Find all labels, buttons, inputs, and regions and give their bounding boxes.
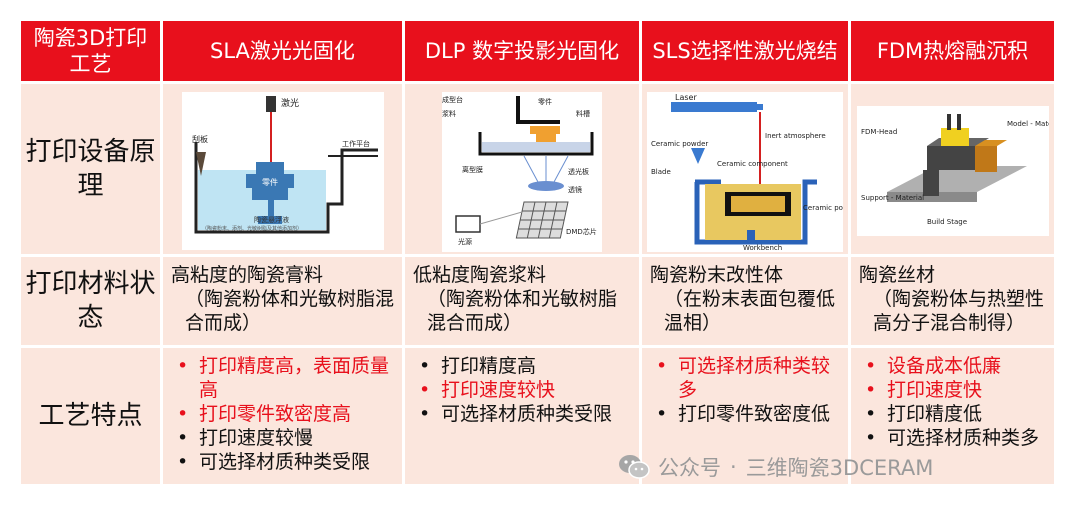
features-cell-sls: 可选择材质种类较多打印零件致密度低 <box>642 348 848 484</box>
dlp-lens-label: 透镜 <box>568 185 582 194</box>
features-list: 打印精度高，表面质量高打印零件致密度高打印速度较慢可选择材质种类受限 <box>171 354 398 474</box>
features-list: 可选择材质种类较多打印零件致密度低 <box>650 354 844 426</box>
features-cell-dlp: 打印精度高打印速度较快可选择材质种类受限 <box>405 348 639 484</box>
feature-item: 打印速度较慢 <box>171 426 398 450</box>
feature-item: 打印精度高 <box>413 354 635 378</box>
watermark-separator: · <box>730 455 737 479</box>
sla-scraper-label: 刮板 <box>192 134 208 144</box>
sla-suspension-label: 陶瓷悬浮液 <box>254 215 289 224</box>
material-cell-dlp: 低粘度陶瓷浆料（陶瓷粉体和光敏树脂混合而成） <box>405 257 639 345</box>
features-cell-fdm: 设备成本低廉打印速度快打印精度低可选择材质种类多 <box>851 348 1054 484</box>
material-label: 打印材料状态 <box>21 257 160 345</box>
fdm-stage-label: Build Stage <box>927 218 967 226</box>
dlp-diagram: 成型台 浆料 零件 料槽 离型膜 透光板 透镜 光源 DMD芯片 <box>442 92 602 252</box>
feature-item: 打印速度快 <box>859 378 1050 402</box>
feature-item: 设备成本低廉 <box>859 354 1050 378</box>
feature-item: 可选择材质种类多 <box>859 426 1050 450</box>
feature-item: 打印精度高，表面质量高 <box>171 354 398 402</box>
comparison-table: 陶瓷3D打印工艺 SLA激光光固化 DLP 数字投影光固化 SLS选择性激光烧结… <box>18 18 1057 487</box>
watermark: 公众号 · 三维陶瓷3DCERAM <box>618 451 933 483</box>
material-main: 低粘度陶瓷浆料 <box>413 264 547 286</box>
feature-item: 打印零件致密度低 <box>650 402 844 426</box>
sls-ceramic-powder-label: Ceramic powder <box>651 140 708 148</box>
feature-item: 可选择材质种类受限 <box>413 402 635 426</box>
fdm-support-label: Support - Material <box>861 194 924 202</box>
header-row: 陶瓷3D打印工艺 SLA激光光固化 DLP 数字投影光固化 SLS选择性激光烧结… <box>21 21 1054 81</box>
principle-row: 打印设备原理 激光 刮板 工作平台 <box>21 84 1054 254</box>
material-sub: （陶瓷粉体和光敏树脂混合而成） <box>427 288 618 334</box>
features-label: 工艺特点 <box>21 348 160 484</box>
material-sub: （陶瓷粉体和光敏树脂混合而成） <box>185 288 395 334</box>
header-sls: SLS选择性激光烧结 <box>642 21 848 81</box>
sls-blade-label: Blade <box>651 168 671 176</box>
principle-label: 打印设备原理 <box>21 84 160 254</box>
feature-item: 打印精度低 <box>859 402 1050 426</box>
sla-suspension-note: （陶瓷粉末、添剂、光敏树脂及其他添加剂） <box>202 225 302 232</box>
material-main: 陶瓷丝材 <box>859 264 936 286</box>
feature-item: 打印零件致密度高 <box>171 402 398 426</box>
material-cell-fdm: 陶瓷丝材（陶瓷粉体与热塑性高分子混合制得） <box>851 257 1054 345</box>
header-fdm: FDM热熔融沉积 <box>851 21 1054 81</box>
fdm-diagram-cell: FDM-Head Model - Material Support - Mate… <box>851 84 1054 254</box>
material-row: 打印材料状态 高粘度的陶瓷膏料（陶瓷粉体和光敏树脂混合而成） 低粘度陶瓷浆料（陶… <box>21 257 1054 345</box>
fdm-diagram: FDM-Head Model - Material Support - Mate… <box>856 106 1049 236</box>
feature-item: 可选择材质种类受限 <box>171 450 398 474</box>
features-row: 工艺特点 打印精度高，表面质量高打印零件致密度高打印速度较慢可选择材质种类受限 … <box>21 348 1054 484</box>
sls-component-label: Ceramic component <box>717 160 788 168</box>
watermark-name: 三维陶瓷3DCERAM <box>745 456 934 480</box>
fdm-head-label: FDM-Head <box>861 128 897 136</box>
wechat-icon <box>619 455 650 479</box>
sls-diagram-cell: Laser Inert atmosphere Ceramic powder Bl… <box>642 84 848 254</box>
dlp-tank-label: 料槽 <box>576 109 590 118</box>
features-cell-sla: 打印精度高，表面质量高打印零件致密度高打印速度较慢可选择材质种类受限 <box>163 348 402 484</box>
header-sla: SLA激光光固化 <box>163 21 402 81</box>
material-sub: （陶瓷粉体与热塑性高分子混合制得） <box>873 288 1045 334</box>
header-dlp: DLP 数字投影光固化 <box>405 21 639 81</box>
header-process: 陶瓷3D打印工艺 <box>21 21 160 81</box>
dlp-diagram-cell: 成型台 浆料 零件 料槽 离型膜 透光板 透镜 光源 DMD芯片 <box>405 84 639 254</box>
dlp-part-label: 零件 <box>538 97 552 106</box>
sls-inert-label: Inert atmosphere <box>765 132 826 140</box>
sla-part-label: 零件 <box>262 177 278 187</box>
sls-laser-label: Laser <box>675 93 697 102</box>
dlp-platform-label: 成型台 <box>442 95 463 104</box>
watermark-account: 公众号 <box>658 456 721 480</box>
sls-diagram: Laser Inert atmosphere Ceramic powder Bl… <box>647 92 843 252</box>
feature-item: 可选择材质种类较多 <box>650 354 844 402</box>
fdm-model-label: Model - Material <box>1007 120 1049 128</box>
material-main: 高粘度的陶瓷膏料 <box>171 264 324 286</box>
features-list: 打印精度高打印速度较快可选择材质种类受限 <box>413 354 635 426</box>
sla-laser-label: 激光 <box>281 97 299 109</box>
material-cell-sls: 陶瓷粉末改性体（在粉末表面包覆低温相） <box>642 257 848 345</box>
sla-diagram-cell: 激光 刮板 工作平台 零件 陶瓷悬浮液 （陶瓷粉末、添剂、光敏树脂及其他添加剂） <box>163 84 402 254</box>
sls-workbench-label: Workbench <box>743 244 782 252</box>
sls-powder-right-label: Ceramic powder <box>803 204 843 212</box>
dlp-dmd-label: DMD芯片 <box>566 227 597 236</box>
dlp-slurry-label: 浆料 <box>442 109 456 118</box>
feature-item: 打印速度较快 <box>413 378 635 402</box>
dlp-film-label: 离型膜 <box>462 165 483 174</box>
sla-platform-label: 工作平台 <box>342 139 370 148</box>
sla-diagram: 激光 刮板 工作平台 零件 陶瓷悬浮液 （陶瓷粉末、添剂、光敏树脂及其他添加剂） <box>181 92 384 250</box>
dlp-glass-label: 透光板 <box>568 167 589 176</box>
material-main: 陶瓷粉末改性体 <box>650 264 784 286</box>
dlp-light-label: 光源 <box>458 237 472 246</box>
features-list: 设备成本低廉打印速度快打印精度低可选择材质种类多 <box>859 354 1050 450</box>
material-sub: （在粉末表面包覆低温相） <box>664 288 836 334</box>
material-cell-sla: 高粘度的陶瓷膏料（陶瓷粉体和光敏树脂混合而成） <box>163 257 402 345</box>
